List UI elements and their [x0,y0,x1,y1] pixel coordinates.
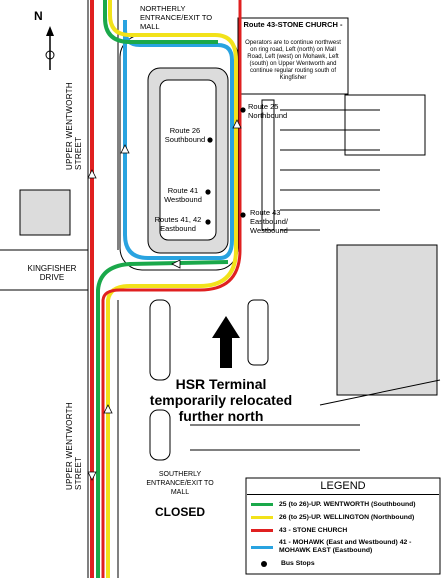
bus-stop-route26 [207,137,213,143]
northerly-entrance-label: NORTHERLY ENTRANCE/EXIT TO MALL [140,4,213,31]
bus-stop-icon [261,560,267,567]
north-label: N [34,9,43,23]
relocation-arrow-icon [212,316,240,368]
stop-label-route25: Route 25 Northbound [248,102,288,120]
closed-label: CLOSED [154,505,205,519]
legend-item-bus-stops: Bus Stops [247,557,439,570]
bus-stop-route25 [240,107,246,113]
stop-label-route4142: Routes 41, 42 Eastbound [154,215,202,233]
legend-item-route26: 26 (to 25)-UP. WELLINGTON (Northbound) [247,511,439,524]
legend-item-route43: 43 - STONE CHURCH [247,524,439,537]
legend-item-route25: 25 (to 26)-UP. WENTWORTH (Southbound) [247,498,439,511]
legend: LEGEND 25 (to 26)-UP. WENTWORTH (Southbo… [247,480,439,570]
stop-label-route41: Route 41 Westbound [164,186,202,204]
legend-swatch-red [251,529,273,532]
street-kingfisher: KINGFISHER DRIVE [27,264,77,282]
callout-title: Route 43-STONE CHURCH - [243,20,343,29]
legend-title: LEGEND [247,480,439,495]
north-arrow-icon [45,26,55,70]
bus-stop-route4142 [205,219,211,225]
legend-swatch-green [251,503,273,506]
southerly-entrance-label: SOUTHERLY ENTRANCE/EXIT TO MALL [146,471,214,496]
stop-label-route43: Route 43 Eastbound/ Westbound [250,208,288,235]
street-upper-wentworth-south: UPPER WENTWORTH STREET [65,402,83,490]
legend-item-route41: 41 - MOHAWK (East and Westbound) 42 - MO… [247,537,439,557]
legend-swatch-blue [251,545,273,549]
stop-label-route26: Route 26 Southbound [164,126,206,144]
legend-swatch-yellow [251,516,273,519]
street-upper-wentworth-north: UPPER WENTWORTH STREET [65,82,83,170]
terminal-notice: HSR Terminal temporarily relocated furth… [149,376,293,424]
callout-body: Operators are to continue northwest on r… [245,40,341,81]
bus-stop-route41 [205,189,211,195]
bus-stop-route43 [240,212,246,218]
